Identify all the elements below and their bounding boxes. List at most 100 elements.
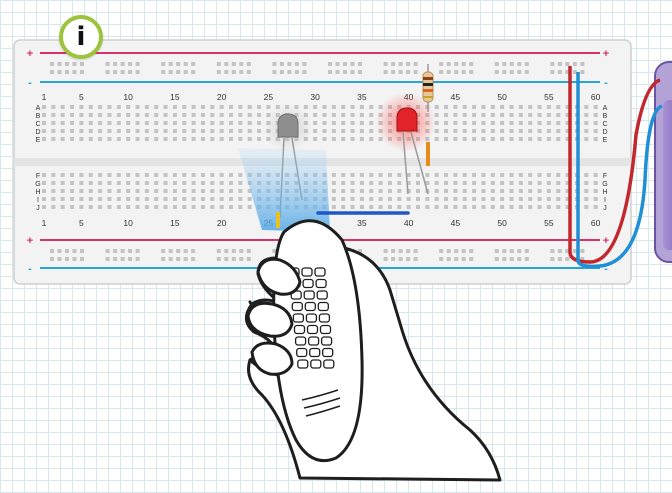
hole: [454, 62, 459, 66]
hole: [500, 105, 505, 109]
hole: [154, 113, 159, 117]
hole: [98, 189, 103, 193]
remote-button: [310, 359, 322, 369]
hole: [154, 189, 159, 193]
hole: [182, 173, 187, 177]
hole: [239, 249, 244, 253]
hole: [219, 205, 224, 209]
hole: [462, 173, 467, 177]
hole: [128, 249, 133, 253]
hole: [116, 197, 121, 201]
hole: [182, 197, 187, 201]
hole: [472, 105, 477, 109]
hole: [509, 129, 514, 133]
hole: [444, 137, 449, 141]
hole: [341, 129, 346, 133]
hole: [238, 205, 243, 209]
hole: [216, 249, 221, 253]
hole: [172, 129, 177, 133]
hole: [462, 105, 467, 109]
hole: [191, 70, 196, 74]
hole: [191, 173, 196, 177]
hole: [565, 70, 570, 74]
hole: [322, 113, 327, 117]
hole: [528, 105, 533, 109]
hole: [216, 70, 221, 74]
hole: [584, 189, 589, 193]
hole: [453, 197, 458, 201]
hole: [481, 197, 486, 201]
hole: [524, 70, 529, 74]
hole: [580, 70, 585, 74]
hole: [444, 197, 449, 201]
remote-button: [315, 278, 327, 289]
bottom-column-number: 45: [451, 218, 461, 228]
hole: [593, 137, 598, 141]
hole: [229, 113, 233, 117]
hole: [57, 249, 62, 253]
hole: [358, 62, 362, 66]
top-column-number: 10: [123, 92, 133, 102]
hole: [341, 137, 346, 141]
hole: [126, 121, 131, 125]
hole: [128, 62, 133, 66]
hole: [331, 173, 336, 177]
led-lit: [376, 92, 436, 195]
remote-button: [307, 336, 320, 346]
hole: [144, 121, 149, 125]
hole: [546, 137, 551, 141]
hole: [472, 189, 477, 193]
hole: [328, 62, 332, 66]
hole: [200, 189, 205, 193]
hole: [572, 249, 577, 253]
row-letter-left: J: [36, 205, 40, 212]
hole: [461, 249, 466, 253]
hole: [182, 129, 187, 133]
hole: [439, 70, 444, 74]
hole: [51, 197, 56, 201]
hole: [453, 105, 458, 109]
hole: [580, 62, 585, 66]
hole: [126, 205, 131, 209]
hole: [60, 105, 65, 109]
hole: [528, 113, 533, 117]
hole: [565, 62, 570, 66]
hole: [302, 70, 307, 74]
hole: [65, 257, 69, 261]
hole: [444, 105, 449, 109]
hole: [444, 189, 449, 193]
hole: [229, 181, 233, 185]
hole: [154, 121, 159, 125]
hole: [444, 121, 449, 125]
bottom-negative-rail-symbol-right: -: [604, 263, 608, 275]
hole: [500, 197, 505, 201]
hole: [537, 205, 542, 209]
hole: [391, 70, 396, 74]
hole: [272, 249, 277, 253]
hole: [229, 197, 233, 201]
row-letter-right: B: [603, 113, 608, 120]
bottom-positive-rail-symbol-left: +: [27, 235, 33, 247]
hole: [247, 121, 252, 125]
hole: [331, 121, 336, 125]
hole: [216, 257, 221, 261]
hole: [238, 197, 243, 201]
hole: [238, 189, 243, 193]
hole: [161, 62, 166, 66]
hole: [490, 113, 495, 117]
hole: [557, 70, 562, 74]
hole: [502, 62, 507, 66]
hole: [88, 205, 93, 209]
hole: [246, 62, 251, 66]
hole: [580, 257, 585, 261]
remote-button: [319, 324, 332, 335]
hole: [229, 137, 233, 141]
hole: [391, 62, 396, 66]
hole: [397, 181, 402, 185]
hole: [210, 173, 215, 177]
hole: [454, 70, 459, 74]
info-badge-icon[interactable]: i: [59, 15, 103, 59]
hole: [500, 121, 505, 125]
hole: [200, 205, 205, 209]
